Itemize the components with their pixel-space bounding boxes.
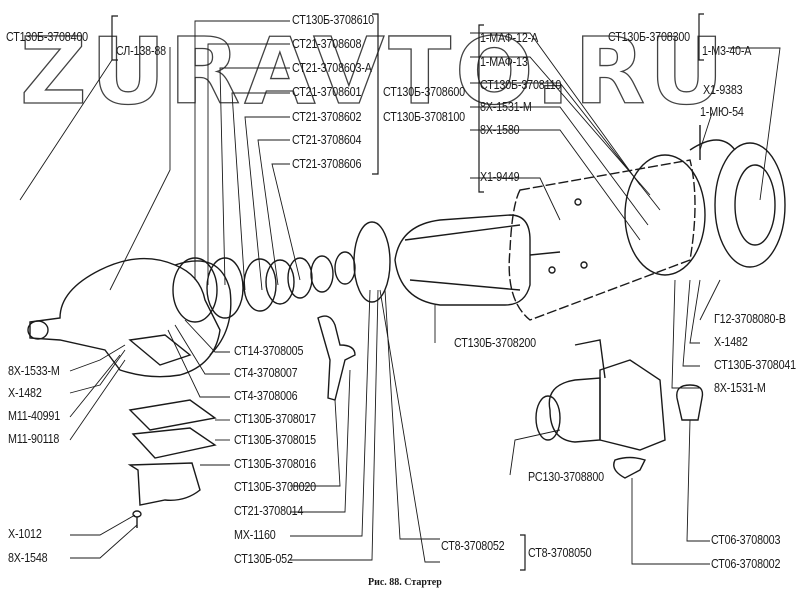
part-label: М11-90118 bbox=[8, 432, 60, 446]
part-label: 8Х-1580 bbox=[480, 123, 520, 137]
part-label: СТ130Б-3708016 bbox=[234, 457, 316, 471]
part-label: Х-1012 bbox=[8, 527, 42, 541]
watermark: ZURAVTO.RU bbox=[19, 17, 728, 125]
part-label: СТ130Б-3708300 bbox=[608, 30, 690, 44]
part-label: Х1-9449 bbox=[480, 170, 520, 184]
part-label: 8Х-1531-М bbox=[714, 381, 766, 395]
part-label: СТ130Б-3708110 bbox=[480, 78, 562, 92]
part-label: СЛ-138-88 bbox=[116, 44, 166, 58]
brackets bbox=[111, 13, 704, 571]
part-label: СТ130Б-3708020 bbox=[234, 480, 316, 494]
part-label: СТ8-3708050 bbox=[528, 546, 592, 560]
part-label: МХ-1160 bbox=[234, 528, 276, 542]
part-label: СТ130Б-3708600 bbox=[383, 85, 465, 99]
part-label: СТ130Б-3708610 bbox=[292, 13, 374, 27]
part-label: Г12-3708080-В bbox=[714, 312, 786, 326]
end-cover bbox=[624, 125, 786, 276]
part-label: СТ06-3708002 bbox=[711, 557, 781, 571]
part-label: СТ8-3708052 bbox=[441, 539, 505, 553]
part-label: СТ21-3708602 bbox=[292, 110, 362, 124]
part-label: СТ130Б-3708017 bbox=[234, 412, 316, 426]
leader-lines bbox=[19, 20, 781, 565]
part-label: СТ14-3708005 bbox=[234, 344, 304, 358]
part-label: РС130-3708800 bbox=[528, 470, 604, 484]
part-label: 1-МАФ-13 bbox=[480, 55, 528, 69]
part-label: 1-М3-40-А bbox=[702, 44, 752, 58]
part-label: СТ4-3708006 bbox=[234, 389, 298, 403]
drive-rings bbox=[172, 221, 391, 323]
part-label: СТ130Б-3708200 bbox=[454, 336, 536, 350]
part-label: 8Х-1533-М bbox=[8, 364, 60, 378]
part-label: СТ21-3708014 bbox=[234, 504, 304, 518]
shift-fork bbox=[317, 315, 356, 401]
part-label: СТ130Б-052 bbox=[234, 552, 293, 566]
part-label: СТ21-3708601 bbox=[292, 85, 362, 99]
part-label: М11-40991 bbox=[8, 409, 61, 423]
part-label: СТ21-3708606 bbox=[292, 157, 362, 171]
gaskets bbox=[127, 399, 217, 506]
part-label: СТ4-3708007 bbox=[234, 366, 298, 380]
part-label: СТ21-3708604 bbox=[292, 133, 362, 147]
field-housing bbox=[508, 159, 696, 321]
part-label: СТ21-3708608 bbox=[292, 37, 362, 51]
solenoid-relay bbox=[535, 339, 666, 451]
armature bbox=[394, 214, 561, 306]
part-label: СТ130Б-3708100 bbox=[383, 110, 465, 124]
bolt bbox=[132, 510, 142, 528]
part-label: 8Х-1548 bbox=[8, 551, 48, 565]
rubber-boots bbox=[613, 384, 704, 479]
figure-caption: Рис. 88. Стартер bbox=[368, 577, 442, 588]
drive-housing bbox=[27, 257, 232, 378]
part-label: 1-МЮ-54 bbox=[700, 105, 744, 119]
part-label: СТ21-3708603-А bbox=[292, 61, 372, 75]
part-label: СТ130Б-3708400 bbox=[6, 30, 88, 44]
part-label: СТ06-3708003 bbox=[711, 533, 781, 547]
part-label: СТ130Б-3708041 bbox=[714, 358, 796, 372]
part-label: 1-МАФ-12-А bbox=[480, 31, 539, 45]
part-label: Х-1482 bbox=[8, 386, 42, 400]
part-label: 8Х-1531-М bbox=[480, 100, 532, 114]
part-label: Х1-9383 bbox=[703, 83, 743, 97]
part-label: СТ130Б-3708015 bbox=[234, 433, 316, 447]
part-label: Х-1482 bbox=[714, 335, 748, 349]
